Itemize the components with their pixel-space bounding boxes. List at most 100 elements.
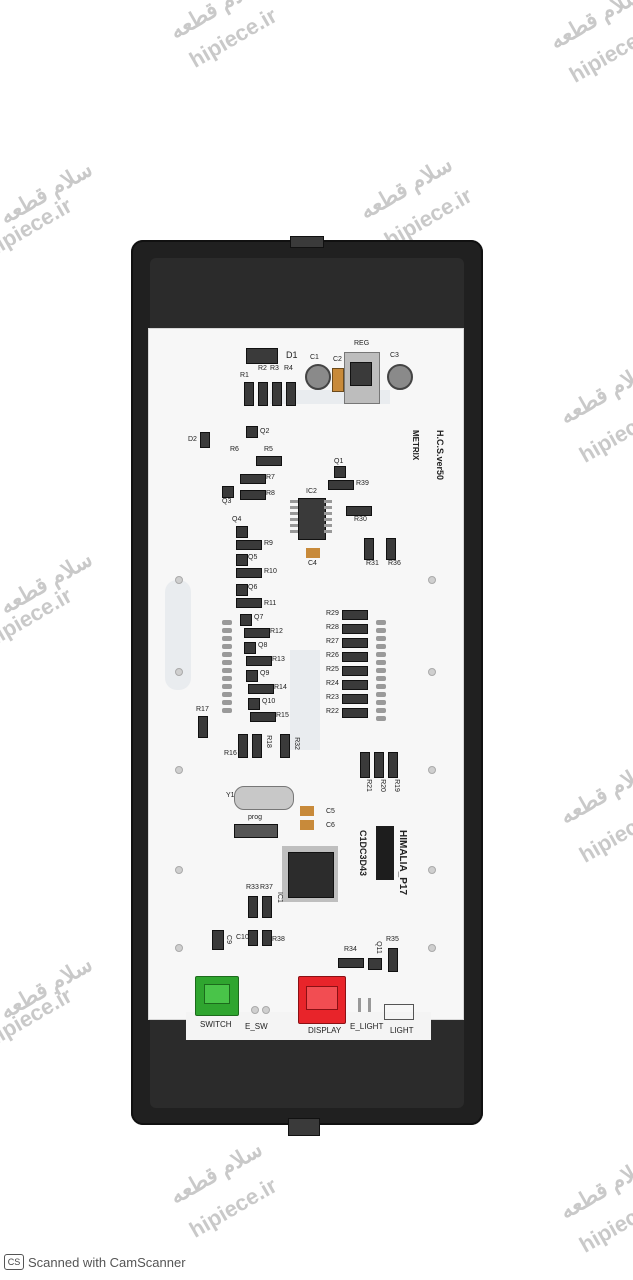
label-r33: R33 — [246, 884, 259, 891]
resistor-r18 — [252, 734, 262, 758]
transistor-q10 — [248, 698, 260, 710]
label-r20: R20 — [378, 779, 386, 792]
label-q6: Q6 — [248, 584, 258, 591]
label-q5: Q5 — [248, 554, 258, 561]
label-r34: R34 — [344, 946, 357, 953]
label-c4: C4 — [308, 560, 317, 567]
ic2-pins-right — [324, 500, 332, 536]
resistor-r22 — [342, 708, 368, 718]
transistor-q6 — [236, 584, 248, 596]
resistor-r17 — [198, 716, 208, 738]
mcu-chip — [288, 852, 334, 898]
resistor-r5 — [256, 456, 282, 466]
transistor-q4 — [236, 526, 248, 538]
e-sw-pad — [262, 1006, 270, 1014]
label-r2: R2 — [258, 365, 267, 372]
diode-d2 — [200, 432, 210, 448]
resistor — [258, 382, 268, 406]
label-r28: R28 — [326, 624, 339, 631]
mounting-hole — [175, 766, 183, 774]
capacitor-c4 — [306, 548, 320, 558]
capacitor-c1 — [305, 364, 331, 390]
label-r39: R39 — [356, 480, 369, 487]
label-prog: prog — [248, 814, 263, 821]
resistor-r7 — [240, 474, 266, 484]
resistor — [272, 382, 282, 406]
resistor-r21 — [360, 752, 370, 778]
capacitor-c3 — [387, 364, 413, 390]
label-r1: R1 — [240, 372, 249, 379]
camscanner-icon: CS — [4, 1254, 24, 1270]
label-r31: R31 — [366, 560, 379, 567]
resistor-r11 — [236, 598, 262, 608]
resistor-r37 — [262, 896, 272, 918]
label-r25: R25 — [326, 666, 339, 673]
label-r16: R16 — [224, 750, 237, 757]
pin-row-right — [376, 620, 386, 724]
label-c6: C6 — [326, 822, 335, 829]
label-r27: R27 — [326, 638, 339, 645]
capacitor-c10 — [248, 930, 258, 946]
code-sticker — [376, 826, 394, 880]
switch-connector-socket — [204, 984, 230, 1004]
e-light-pin — [358, 998, 361, 1012]
resistor-r25 — [342, 666, 368, 676]
label-ic1: IC1 — [275, 892, 283, 903]
label-r22: R22 — [326, 708, 339, 715]
resistor-r16 — [238, 734, 248, 758]
resistor-r15 — [250, 712, 276, 722]
resistor-r33 — [248, 896, 258, 918]
label-r17: R17 — [196, 706, 209, 713]
brand-text: METRIX — [411, 430, 420, 461]
mounting-hole — [428, 944, 436, 952]
resistor-r32 — [280, 734, 290, 758]
mounting-hole — [428, 866, 436, 874]
label-r18: R18 — [264, 735, 272, 748]
label-c10: C10 — [236, 934, 249, 941]
capacitor-c9 — [212, 930, 224, 950]
resistor — [286, 382, 296, 406]
label-q8: Q8 — [258, 642, 268, 649]
resistor-r23 — [342, 694, 368, 704]
label-r38: R38 — [272, 936, 285, 943]
resistor-r13 — [246, 656, 272, 666]
label-r4: R4 — [284, 365, 293, 372]
label-q2: Q2 — [260, 428, 270, 435]
resistor-r31 — [364, 538, 374, 560]
resistor-r38 — [262, 930, 272, 946]
capacitor-c6 — [300, 820, 314, 830]
label-e-light: E_LIGHT — [350, 1022, 384, 1031]
transistor-q2 — [246, 426, 258, 438]
ic2-chip — [298, 498, 326, 540]
label-r14: R14 — [274, 684, 287, 691]
label-r15: R15 — [276, 712, 289, 719]
label-r7: R7 — [266, 474, 275, 481]
label-q3: Q3 — [222, 498, 232, 505]
label-ic2: IC2 — [306, 488, 317, 495]
regulator-body — [350, 362, 372, 386]
resistor — [244, 382, 254, 406]
top-clip — [290, 236, 324, 248]
label-r35: R35 — [386, 936, 399, 943]
capacitor-c5 — [300, 806, 314, 816]
mounting-hole — [175, 944, 183, 952]
label-switch: SWITCH — [200, 1020, 232, 1029]
label-r3: R3 — [270, 365, 279, 372]
label-r37: R37 — [260, 884, 273, 891]
label-q9: Q9 — [260, 670, 270, 677]
label-q1: Q1 — [334, 458, 344, 465]
resistor-r10 — [236, 568, 262, 578]
label-d1: D1 — [286, 350, 298, 360]
label-display: DISPLAY — [308, 1026, 342, 1035]
label-q4: Q4 — [232, 516, 242, 523]
label-q10: Q10 — [262, 698, 276, 705]
ic2-pins-left — [290, 500, 298, 536]
resistor-r9 — [236, 540, 262, 550]
resistor-r20 — [374, 752, 384, 778]
version-text: H.C.S.ver50 — [435, 430, 445, 481]
label-r6: R6 — [230, 446, 239, 453]
light-connector — [384, 1004, 414, 1020]
label-c1: C1 — [310, 354, 319, 361]
transistor-q8 — [244, 642, 256, 654]
resistor-r35 — [388, 948, 398, 972]
